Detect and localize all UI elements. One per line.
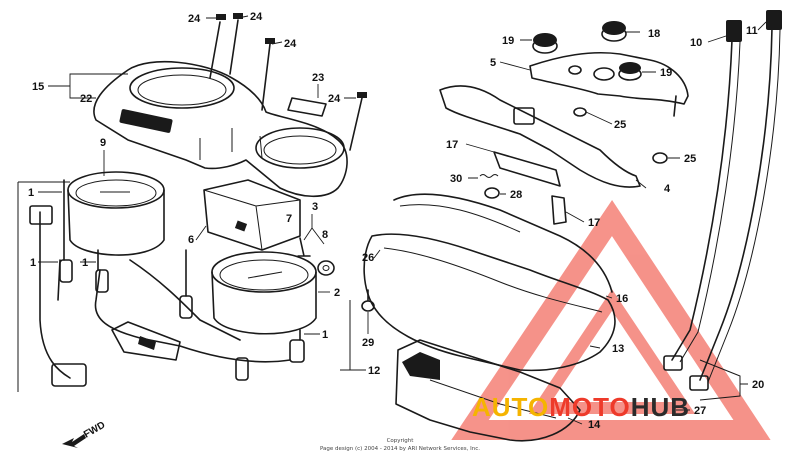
callout-8: 8	[322, 229, 328, 241]
callout-3: 3	[312, 201, 318, 213]
nut-28	[484, 187, 500, 199]
callout-14: 14	[588, 419, 601, 431]
callout-1: 1	[28, 187, 34, 199]
callout-24: 24	[328, 93, 341, 105]
callout-17: 17	[446, 139, 458, 151]
callout-19: 19	[660, 67, 672, 79]
fwd-arrow-icon	[62, 434, 86, 448]
watermark-moto: MOTO	[549, 392, 631, 422]
tachometer-2	[211, 251, 317, 335]
meter-stay-5	[529, 51, 689, 117]
callout-2: 2	[334, 287, 340, 299]
watermark-text: AUTOMOTOHUB	[472, 392, 690, 422]
callout-24: 24	[284, 38, 297, 50]
forward-direction-indicator: FWD	[62, 420, 107, 448]
callout-30: 30	[450, 173, 462, 185]
callout-11: 11	[746, 25, 758, 37]
grommet-19-upper	[532, 33, 558, 54]
tachometer-cable-11	[689, 10, 782, 391]
speedometer-9	[67, 171, 165, 256]
callout-29: 29	[362, 337, 374, 349]
watermark-hub: HUB	[631, 392, 690, 422]
copyright-title: Copyright	[387, 438, 415, 444]
callout-4: 4	[664, 183, 671, 195]
callout-26: 26	[362, 252, 374, 264]
callout-28: 28	[510, 189, 522, 201]
callout-22: 22	[80, 93, 92, 105]
meter-lower-case-26	[363, 193, 616, 372]
callout-1: 1	[30, 257, 36, 269]
callout-16: 16	[616, 293, 628, 305]
callout-labels: 24 24 24 24 15 22 23 9 6 3 7 8 2 1 1 1 1…	[28, 11, 764, 431]
callout-7: 7	[286, 213, 292, 225]
callout-25: 25	[684, 153, 696, 165]
wiring-harness-12	[29, 179, 305, 387]
callout-20: 20	[752, 379, 764, 391]
meter-bottom-cover-14	[395, 339, 581, 442]
indicator-housing-6	[203, 179, 301, 251]
screw-24-group	[209, 13, 367, 151]
cable-20-leader-frame	[699, 359, 741, 401]
callout-27: 27	[694, 405, 706, 417]
leader-lines	[38, 15, 767, 425]
callout-23: 23	[312, 72, 324, 84]
svg-text:AUTOMOTOHUB: AUTOMOTOHUB	[472, 392, 690, 422]
callout-12: 12	[368, 365, 380, 377]
bolt-7	[297, 237, 311, 257]
meter-upper-cover	[93, 60, 348, 198]
callout-10: 10	[690, 37, 702, 49]
callout-1: 1	[322, 329, 328, 341]
speedometer-cable-10	[663, 20, 742, 371]
callout-24: 24	[188, 13, 201, 25]
watermark-logo-icon	[451, 199, 771, 440]
stay-17-upper	[493, 151, 561, 187]
watermark-auto: AUTO	[472, 392, 549, 422]
callout-17: 17	[588, 217, 600, 229]
callout-15: 15	[32, 81, 44, 93]
callout-13: 13	[612, 343, 624, 355]
gasket-23	[287, 97, 327, 117]
callout-25: 25	[614, 119, 626, 131]
grommet-19-lower	[618, 62, 642, 81]
callout-18: 18	[648, 28, 660, 40]
copyright-text: Page design (c) 2004 - 2014 by ARI Netwo…	[320, 446, 480, 452]
grommet-8	[317, 260, 335, 276]
callout-19: 19	[502, 35, 514, 47]
callout-6: 6	[188, 234, 194, 246]
bolt-29	[361, 289, 375, 312]
spring-30	[479, 174, 499, 178]
fwd-label: FWD	[82, 420, 107, 441]
callout-9: 9	[100, 137, 106, 149]
meter-bracket-4	[439, 85, 668, 188]
callout-24: 24	[250, 11, 263, 23]
stay-17-lower	[551, 195, 567, 225]
callout-5: 5	[490, 57, 496, 69]
copyright-notice: Copyright Page design (c) 2004 - 2014 by…	[320, 438, 480, 452]
callout-1: 1	[82, 257, 88, 269]
grommet-18	[601, 21, 627, 42]
